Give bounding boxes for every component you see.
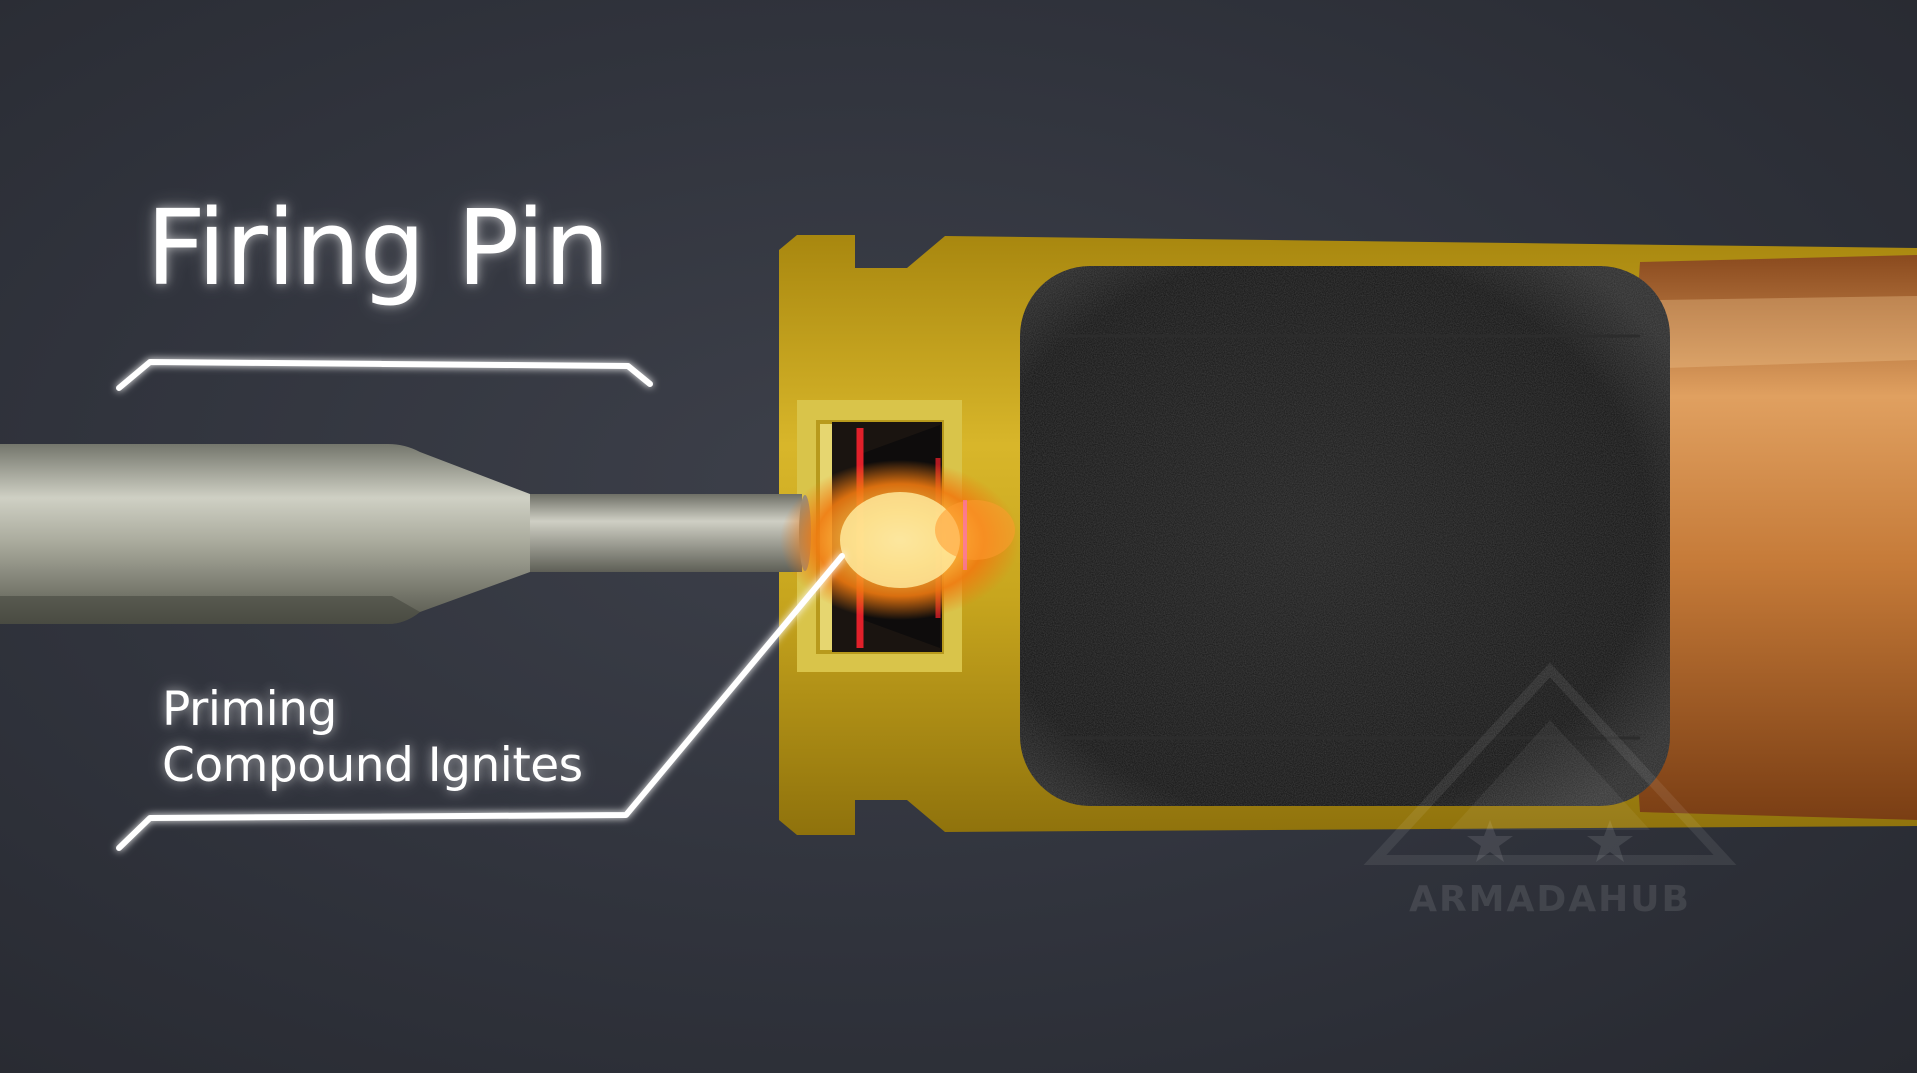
star-icon [1467,820,1513,862]
priming-compound-label: Priming Compound Ignites [162,682,583,794]
powder-charge [1020,266,1670,806]
ignition-flame [780,460,1020,620]
watermark-text: ARMADAHUB [1409,879,1691,920]
firing-pin-bracket [116,359,653,391]
firing-pin-shadow [0,596,420,624]
priming-label-line-2: Compound Ignites [162,738,583,793]
priming-callout-line [116,553,845,851]
firing-pin [0,444,811,624]
watermark: ARMADAHUB [1360,660,1740,920]
firing-pin-label: Firing Pin [146,187,610,309]
firing-pin-tip [530,494,802,572]
armadahub-logo-icon [1363,662,1737,865]
bullet-highlight [1660,296,1917,368]
firing-pin-body [0,444,800,624]
priming-label-line-1: Priming [162,682,337,737]
star-icon [1587,820,1633,862]
copper-jacket [1630,255,1917,820]
bullet [1630,255,1917,820]
callout-lines [116,359,845,851]
